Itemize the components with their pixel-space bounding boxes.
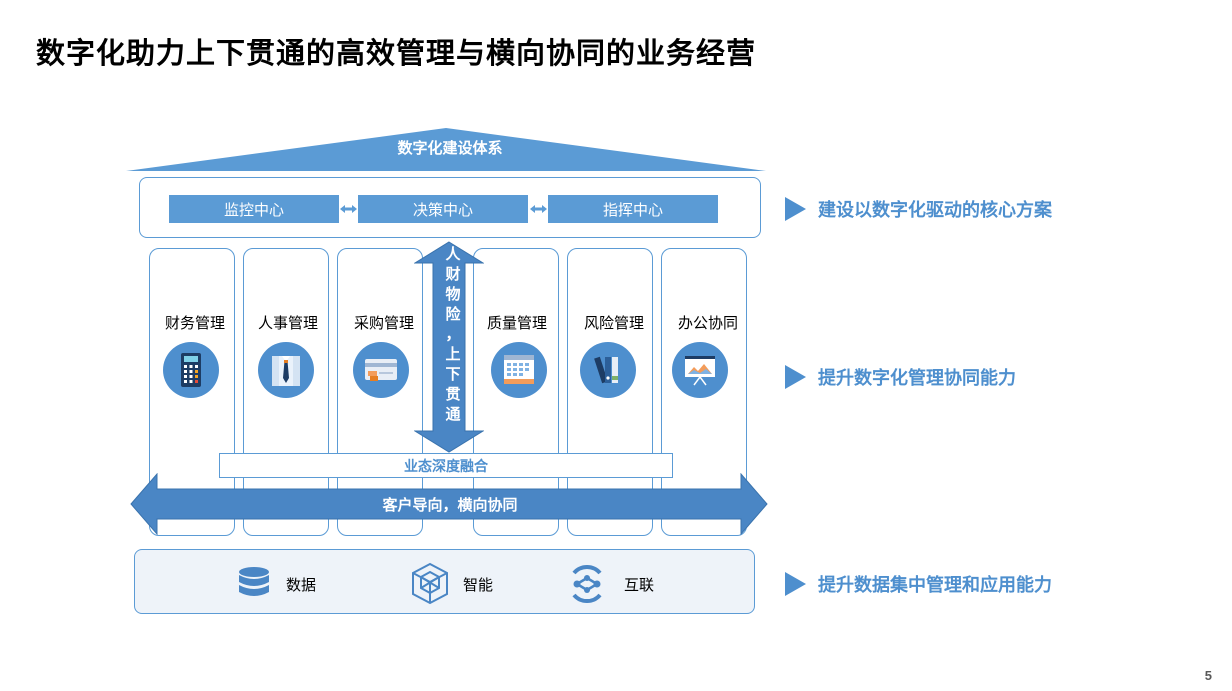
side-note-text: 提升数据集中管理和应用能力 (818, 575, 1052, 596)
vertical-double-arrow (414, 241, 484, 453)
pillar-label-hr: 人事管理 (257, 314, 318, 332)
monitoring-center-label: 监控中心 (223, 200, 284, 219)
connected-nodes-icon (572, 565, 602, 603)
pillar-label-finance: 财务管理 (164, 314, 225, 332)
roof-shape (126, 128, 766, 171)
monitoring-center-box: 监控中心 (169, 195, 339, 223)
play-triangle-icon (785, 572, 806, 596)
side-note-data-capability: 提升数据集中管理和应用能力 (785, 571, 1052, 597)
side-note-text: 提升数字化管理协同能力 (818, 368, 1016, 389)
double-arrow-icon (340, 205, 357, 213)
vertical-char: ， (445, 325, 461, 343)
play-triangle-icon (785, 365, 806, 389)
integration-bar: 业态深度融合 (219, 453, 673, 478)
vertical-char: 人 (445, 245, 461, 263)
command-center-box: 指挥中心 (548, 195, 718, 223)
calendar-icon (491, 342, 547, 398)
command-center-label: 指挥中心 (602, 200, 663, 219)
pillar-label-office: 办公协同 (677, 314, 738, 332)
integration-label: 业态深度融合 (404, 458, 488, 475)
pillar-label-procurement: 采购管理 (353, 314, 414, 332)
horizontal-arrow-label: 客户导向，横向协同 (382, 496, 518, 514)
binders-icon (580, 342, 636, 398)
page-title: 数字化助力上下贯通的高效管理与横向协同的业务经营 (36, 36, 757, 70)
page-number: 5 (1204, 668, 1212, 683)
foundation-label-data: 数据 (286, 576, 317, 594)
vertical-arrow-text: 人 财 物 险 ， 上 下 贯 通 (436, 244, 470, 424)
vertical-char: 上 (445, 345, 461, 363)
cube-network-icon (412, 562, 448, 605)
side-note-core-solution: 建设以数字化驱动的核心方案 (785, 196, 1052, 222)
side-note-collaboration: 提升数字化管理协同能力 (785, 364, 1016, 390)
vertical-char: 险 (445, 305, 461, 323)
decision-center-box: 决策中心 (358, 195, 528, 223)
database-icon (239, 567, 269, 596)
vertical-char: 财 (445, 265, 461, 283)
suit-tie-icon (258, 342, 314, 398)
vertical-char: 贯 (445, 385, 461, 403)
bank-card-icon (353, 342, 409, 398)
vertical-char: 通 (445, 405, 461, 423)
pillar-label-risk: 风险管理 (583, 314, 644, 332)
pillar-label-quality: 质量管理 (486, 314, 547, 332)
roof-label: 数字化建设体系 (397, 139, 503, 157)
decision-center-label: 决策中心 (412, 200, 473, 219)
horizontal-double-arrow (130, 473, 768, 535)
vertical-char: 下 (445, 365, 461, 383)
foundation-panel (134, 549, 755, 614)
play-triangle-icon (785, 197, 806, 221)
calculator-icon (163, 342, 219, 398)
presentation-board-icon (672, 342, 728, 398)
foundation-label-interconnect: 互联 (624, 576, 655, 594)
double-arrow-icon (530, 205, 547, 213)
foundation-label-intelligence: 智能 (463, 576, 494, 594)
side-note-text: 建设以数字化驱动的核心方案 (818, 200, 1052, 221)
vertical-char: 物 (445, 285, 461, 303)
